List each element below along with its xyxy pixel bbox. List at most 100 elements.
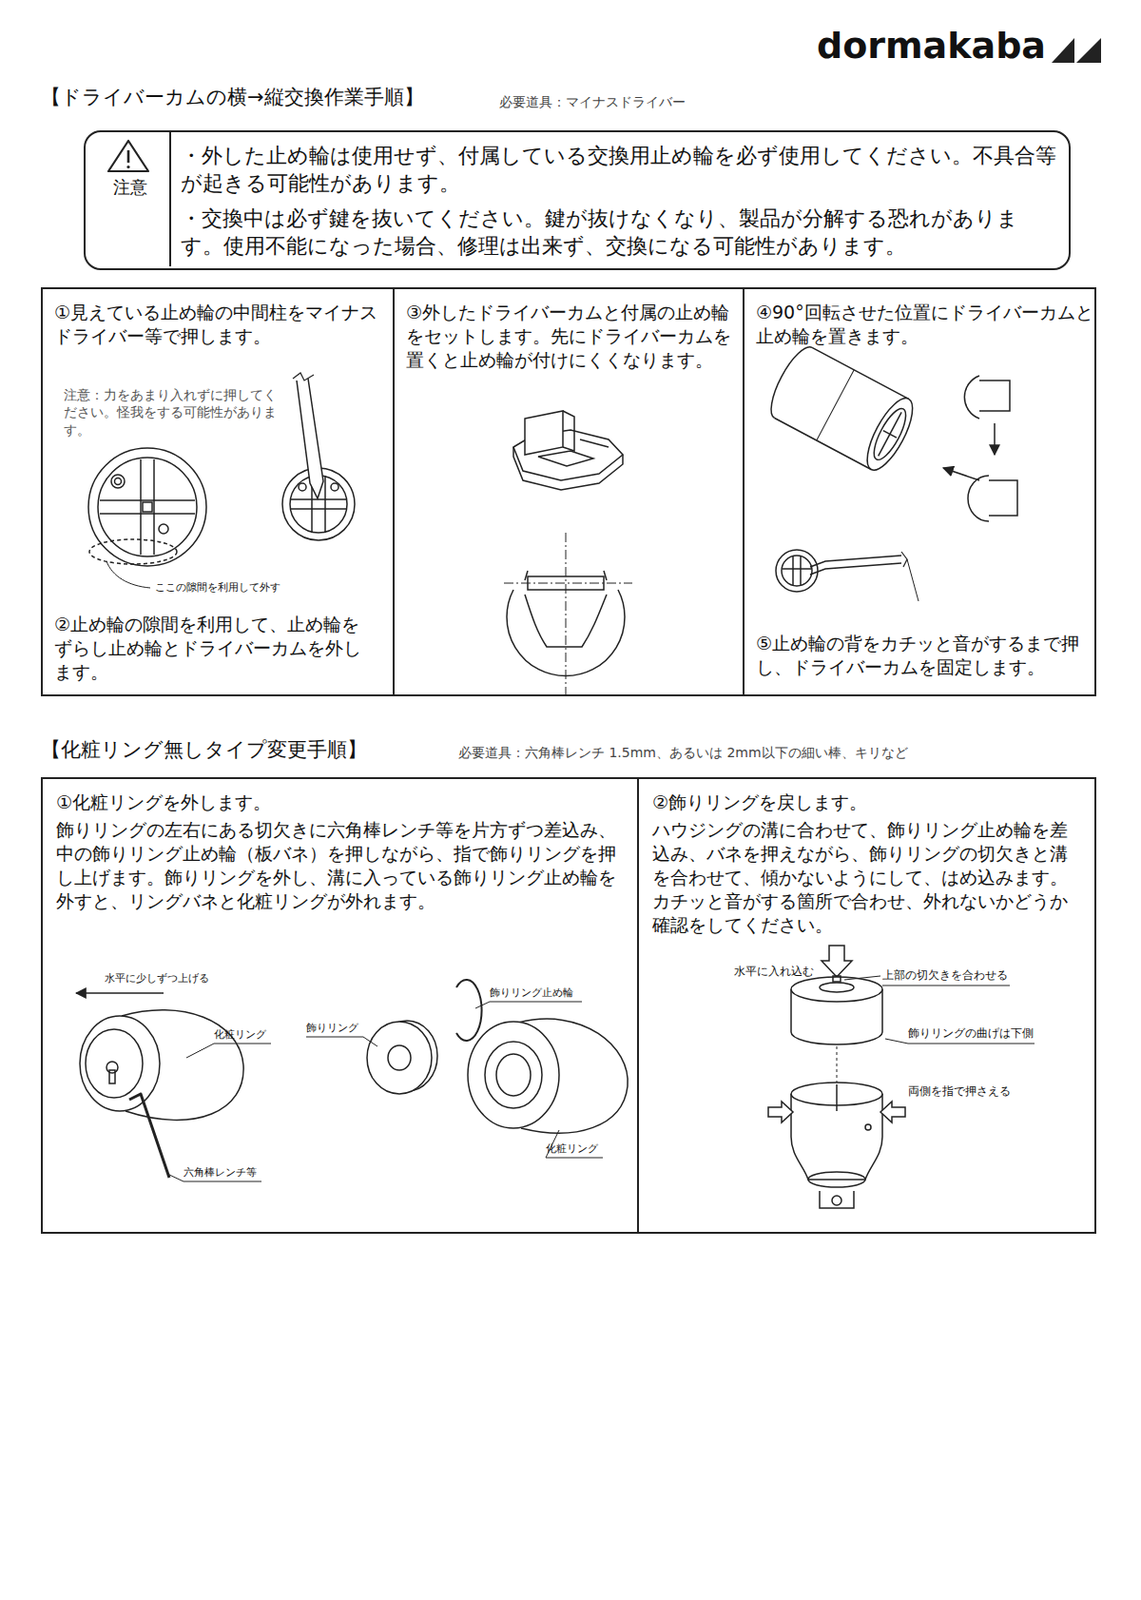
exploded-ring-view [456, 979, 483, 1041]
ring-reinstall [882, 985, 1010, 987]
driver-cam [580, 439, 609, 447]
screwdriver-pushing [324, 475, 327, 533]
callout-label: 飾りリングの曲げは下側 [908, 1025, 1034, 1040]
step-text: 飾りリングの左右にある切欠きに六角棒レンチ等を片方ずつ差込み、中の飾りリング止め… [56, 817, 627, 913]
cylinder-end-view [88, 447, 207, 588]
cylinder-end-view [97, 457, 197, 557]
cylinder-assembly [943, 467, 980, 481]
brand-mark [1051, 38, 1102, 63]
brand-logo: dormakaba [816, 24, 1046, 69]
cylinder-assembly [993, 423, 996, 455]
exploded-ring-view [387, 1044, 411, 1070]
cylinder-assembly [762, 341, 813, 419]
step-heading: ③外したドライバーカムと付属の止め輪をセットします。先にドライバーカムを置くと止… [406, 300, 735, 372]
cylinder-assembly [979, 380, 1010, 411]
procedure-panel: ①化粧リングを外します。飾りリングの左右にある切欠きに六角棒レンチ等を片方ずつ差… [40, 776, 639, 1234]
step-text: ハウジングの溝に合わせて、飾りリング止め輪を差込み、バネを押えながら、飾りリング… [652, 817, 1085, 937]
cylinder-end-view [158, 523, 169, 534]
screwdriver-pushing [290, 498, 348, 501]
step-heading: 注意 [98, 175, 162, 199]
exploded-ring-view [484, 1041, 542, 1108]
step-text: 注意：力をあまり入れずに押してください。怪我をする可能性があります。 [63, 386, 278, 439]
cylinder-assembly [810, 555, 902, 575]
callout-label: 水平に少しずつ上げる [104, 971, 210, 985]
step-text: ⑤止め輪の背をカチッと音がするまで押し、ドライバーカムを固定します。 [755, 631, 1094, 679]
ring-reinstall [880, 1101, 906, 1122]
driver-cam [513, 410, 623, 490]
cylinder-assembly [964, 375, 980, 419]
step-text: ②止め輪の隙間を利用して、止め輪をずらし止め輪とドライバーカムを外します。 [54, 612, 378, 684]
ring-reinstall [768, 1101, 793, 1122]
cylinder-end-view [99, 499, 195, 502]
step-panel: ①見えている止め輪の中間柱をマイナスドライバー等で押します。注意：力をあまり入れ… [40, 287, 395, 697]
knob-removal [76, 991, 164, 994]
brand-mark [1051, 38, 1075, 63]
warning-icon [126, 165, 130, 169]
screwdriver-pushing [298, 483, 307, 491]
cylinder-assembly [792, 556, 794, 585]
step-heading: ④90°回転させた位置にドライバーカムと止め輪を置きます。 [755, 300, 1094, 349]
cylinder-end-view [139, 459, 142, 555]
section-heading: 【化粧リング無しタイプ変更手順】 [40, 737, 368, 762]
callout-label: 両側を指で押さえる [908, 1083, 1011, 1098]
screwdriver-pushing [282, 372, 355, 541]
exploded-ring-view [496, 1053, 531, 1096]
part-label: 六角棒レンチ等 [183, 1165, 257, 1179]
procedure-panel: ②飾りリングを戻します。ハウジングの溝に合わせて、飾りリング止め輪を差込み、バネ… [637, 776, 1097, 1234]
cylinder-assembly [988, 480, 1018, 516]
step-text: ・外した止め輪は使用せず、付属している交換用止め輪を必ず使用してください。不具合… [180, 141, 1061, 197]
screwdriver-pushing [330, 483, 339, 491]
ring-reinstall [808, 1171, 866, 1187]
screwdriver-pushing [290, 507, 348, 510]
ring-reinstall [791, 976, 883, 1002]
callout-label: ここの隙間を利用して外す [154, 580, 281, 594]
cylinder-assembly [775, 549, 818, 592]
ring-reinstall [821, 945, 852, 977]
knob-removal [129, 1093, 170, 1178]
cylinder-assembly [967, 475, 989, 522]
part-label: 飾りリング [306, 1021, 359, 1034]
cam-section-view [565, 532, 567, 699]
knob-removal [109, 1069, 116, 1083]
ring-reinstall [865, 1123, 871, 1130]
step-panel: ④90°回転させた位置にドライバーカムと止め輪を置きます。 ⑤止め輪の背をカチッと… [742, 287, 1097, 697]
ring-reinstall [819, 1190, 854, 1208]
part-label: 化粧リング [545, 1141, 599, 1155]
step-heading: ①見えている止め輪の中間柱をマイナスドライバー等で押します。 [54, 300, 383, 349]
ring-reinstall [844, 975, 881, 980]
cylinder-end-view [89, 539, 177, 564]
exploded-ring-view [306, 979, 628, 1158]
step-text: ・交換中は必ず鍵を抜いてください。鍵が抜けなくなり、製品が分解する恐れがあります… [180, 204, 1061, 260]
ring-reinstall [835, 1083, 838, 1111]
driver-cam [562, 410, 575, 451]
brand-mark [1074, 38, 1090, 59]
warning-icon [108, 132, 171, 267]
step-heading: ①化粧リングを外します。 [56, 790, 627, 814]
driver-cam [524, 410, 563, 455]
knob-removal [79, 1015, 160, 1111]
step-heading: ②飾りリングを戻します。 [652, 790, 1085, 814]
ring-reinstall [831, 1195, 842, 1205]
part-label: 化粧リング [213, 1027, 267, 1041]
cylinder-assembly [781, 555, 813, 586]
cylinder-assembly [878, 411, 902, 456]
step-panel: ③外したドライバーカムと付属の止め輪をセットします。先にドライバーカムを置くと止… [392, 287, 745, 697]
ring-reinstall [836, 1045, 838, 1084]
cylinder-end-view [99, 512, 195, 515]
cylinder-assembly [762, 341, 922, 477]
warning-icon [169, 132, 172, 267]
cylinder-assembly [799, 556, 802, 585]
cylinder-assembly [901, 551, 908, 567]
screwdriver-pushing [296, 378, 324, 499]
ring-reinstall [819, 982, 854, 992]
cylinder-assembly [868, 404, 912, 464]
part-label: 飾りリング止め輪 [489, 986, 574, 999]
exploded-ring-view [306, 1036, 378, 1046]
driver-cam [538, 450, 594, 466]
tool-note: 必要道具：六角棒レンチ 1.5mm、あるいは 2mm以下の細い棒、キリなど [458, 744, 909, 761]
warning-icon [127, 150, 131, 163]
exploded-ring-view [475, 1001, 582, 1008]
tool-note: 必要道具：マイナスドライバー [499, 94, 686, 111]
caution-box: 注意・外した止め輪は使用せず、付属している交換用止め輪を必ず使用してください。不… [83, 130, 1071, 271]
cylinder-assembly [883, 430, 897, 439]
